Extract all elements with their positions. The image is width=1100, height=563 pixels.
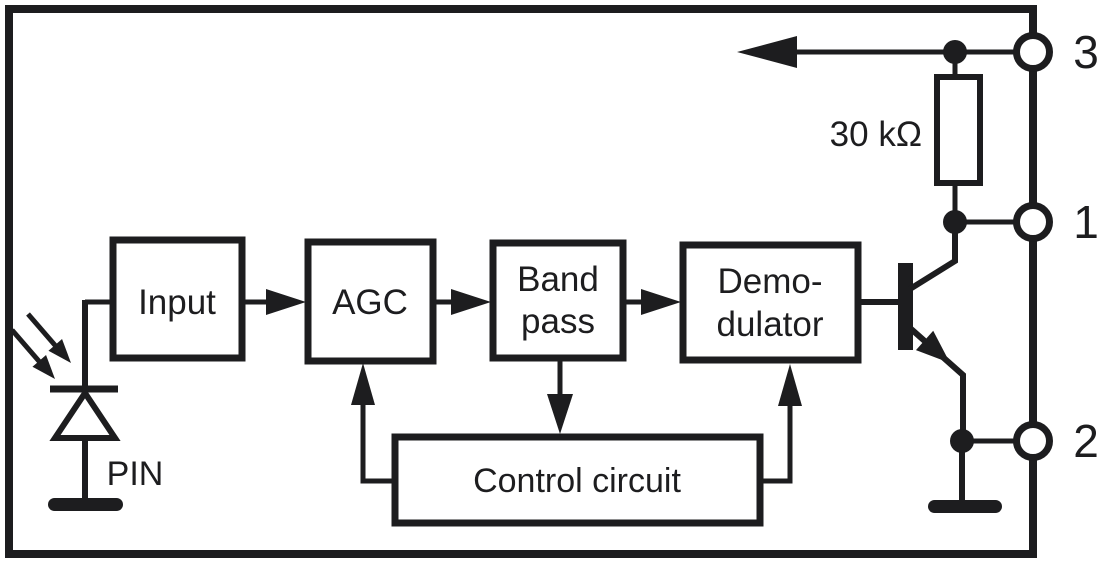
junction-dot <box>950 429 974 453</box>
pin-3: 3 <box>1013 26 1099 78</box>
pin-terminal-icon <box>1013 421 1053 461</box>
arrowhead <box>778 364 802 406</box>
resistor-symbol: 30 kΩ <box>830 52 983 222</box>
arrowhead <box>451 289 491 315</box>
light-ray-arrowhead <box>48 338 71 363</box>
bandpass-block: Band pass <box>489 239 627 362</box>
pin3-number: 3 <box>1073 26 1099 78</box>
arrow-bandpass-to-control <box>547 358 573 434</box>
device-boundary-box <box>5 5 1037 558</box>
arrowhead <box>351 363 375 405</box>
transistor-symbol <box>858 225 966 441</box>
resistor-box <box>934 74 983 186</box>
input-block-box <box>109 236 246 362</box>
bandpass-block-label-line1: Band <box>517 260 599 299</box>
demodulator-block-label-line2: dulator <box>716 305 823 344</box>
arrow-input-to-agc <box>242 289 306 315</box>
arrowhead <box>737 36 797 68</box>
pin1-number: 1 <box>1073 196 1099 248</box>
agc-block: AGC <box>304 238 437 365</box>
control-circuit-label: Control circuit <box>473 462 681 500</box>
junction-dot <box>943 210 967 234</box>
bandpass-block-box <box>489 239 627 362</box>
arrowhead <box>547 394 573 434</box>
photodiode-label: PIN <box>107 455 164 493</box>
control-circuit-box <box>391 433 764 527</box>
diode-triangle <box>49 387 121 441</box>
arrow-bandpass-to-demodulator <box>623 289 681 315</box>
pin-terminal-icon <box>1013 202 1053 242</box>
transistor-emitter-arrowhead <box>915 330 950 363</box>
demodulator-block-box <box>679 241 862 364</box>
demodulator-block: Demo- dulator <box>679 241 862 364</box>
arrow-agc-to-bandpass <box>433 289 491 315</box>
demodulator-block-label-line1: Demo- <box>717 262 822 301</box>
light-ray-icon <box>10 328 55 379</box>
resistor-label: 30 kΩ <box>830 115 922 154</box>
arrowhead <box>641 289 681 315</box>
arrow-control-to-agc <box>351 363 398 484</box>
light-ray-arrowhead <box>32 354 55 379</box>
transistor-collector-wire <box>908 225 958 292</box>
arrow-control-to-demodulator <box>758 364 802 484</box>
pin-2: 2 <box>1013 415 1099 467</box>
ground-icon <box>928 500 1002 513</box>
pin2-number: 2 <box>1073 415 1099 467</box>
control-circuit-block: Control circuit <box>391 433 764 527</box>
input-block-label: Input <box>138 283 216 322</box>
photodiode-symbol: PIN <box>10 299 164 511</box>
transistor-base-bar <box>898 263 913 350</box>
pin-terminal-icon <box>1013 32 1053 72</box>
light-ray-icon <box>26 312 71 363</box>
pin-1: 1 <box>1013 196 1099 248</box>
bandpass-block-label-line2: pass <box>521 302 595 341</box>
junction-dot <box>943 40 967 64</box>
agc-block-label: AGC <box>332 283 408 322</box>
input-block: Input <box>109 236 246 362</box>
ground-icon <box>48 498 123 511</box>
arrowhead <box>266 289 306 315</box>
output-signal-arrow <box>737 36 955 68</box>
